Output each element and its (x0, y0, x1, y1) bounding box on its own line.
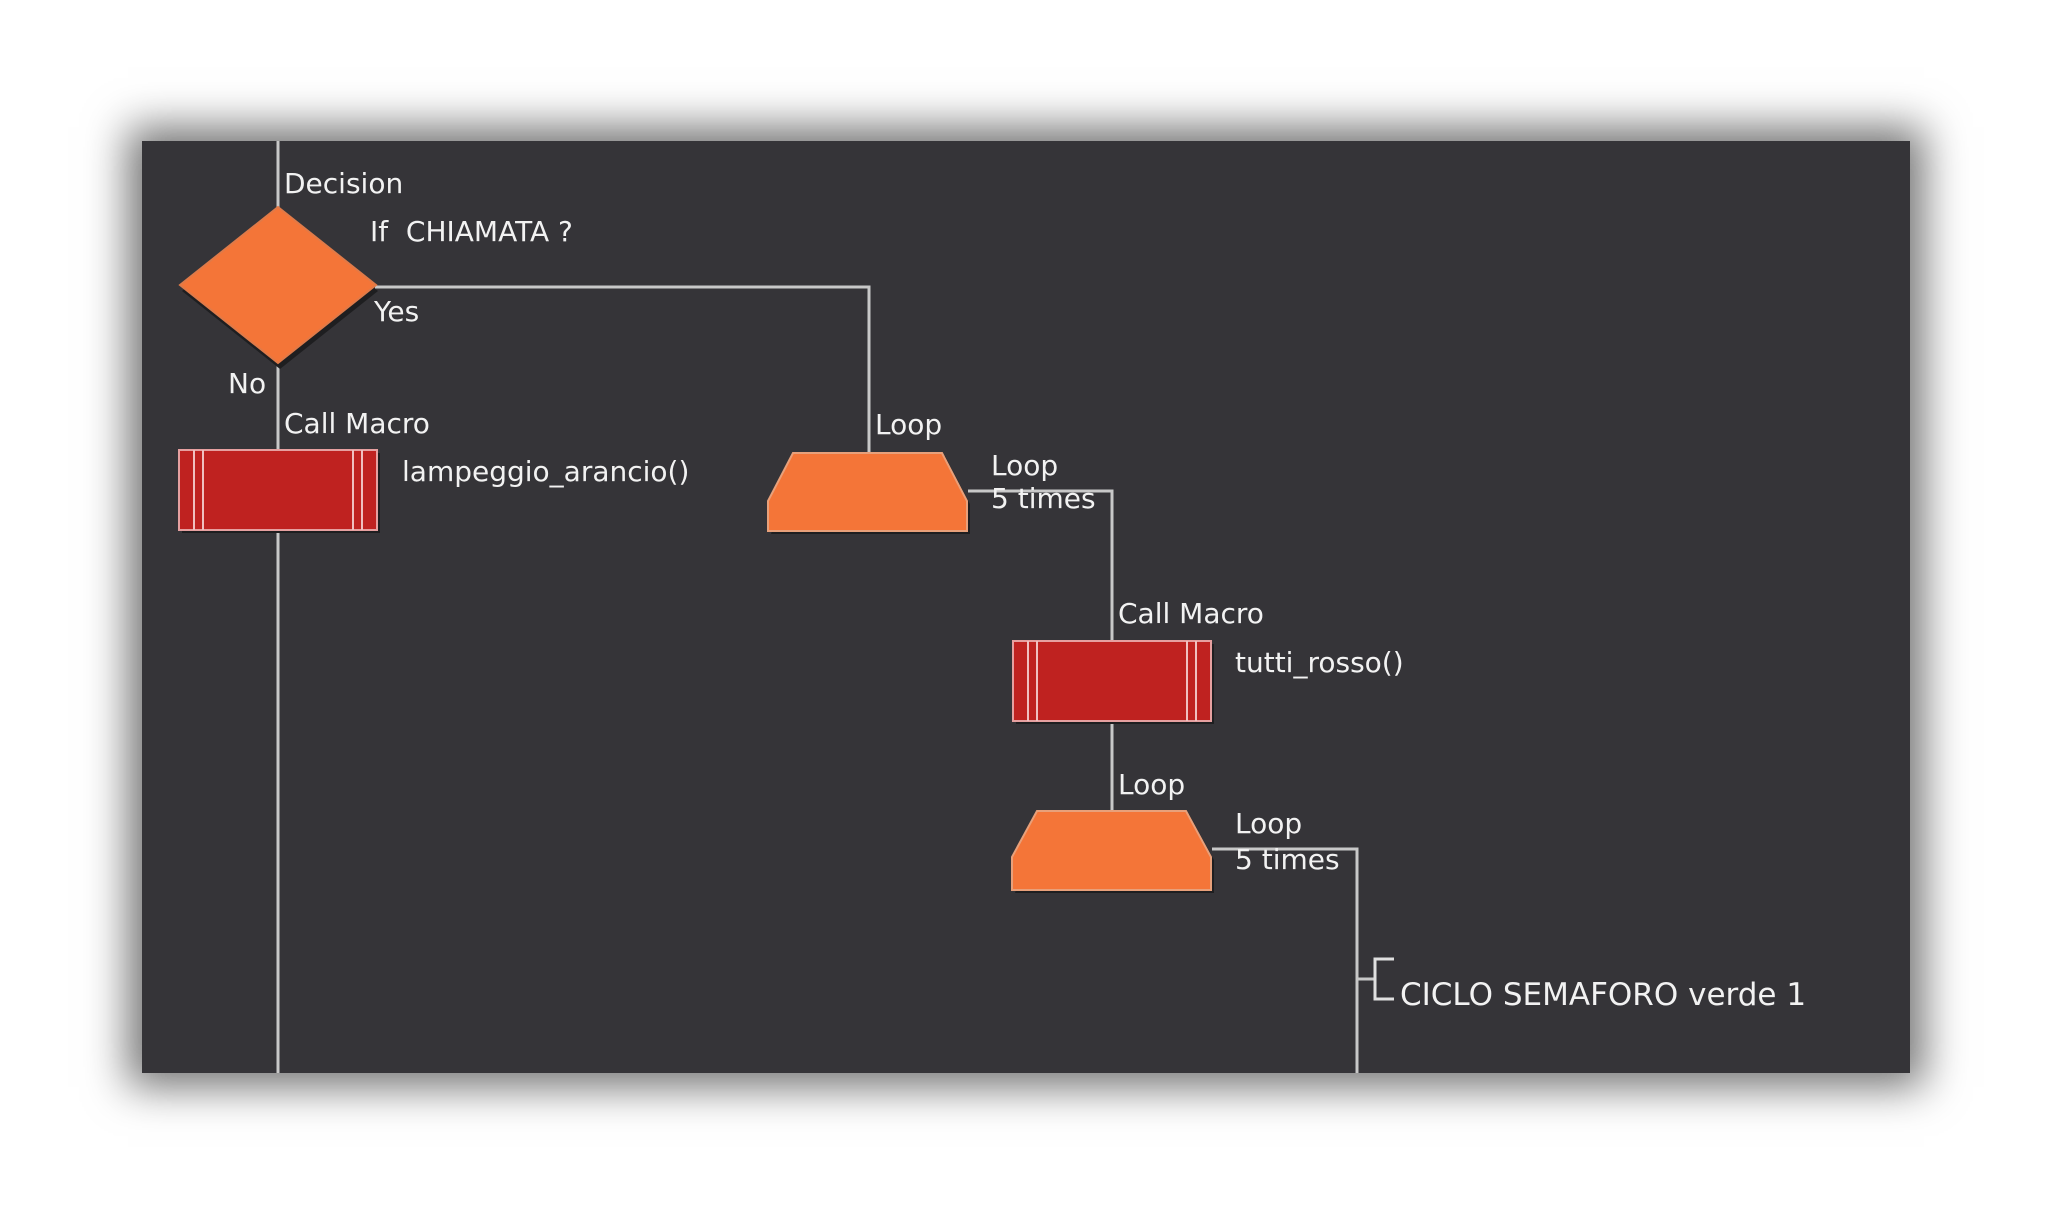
flowchart-canvas[interactable]: Decision If CHIAMATA ? Yes No Call Macro… (142, 141, 1910, 1073)
decision-node[interactable] (178, 205, 378, 369)
call-macro-1-node[interactable] (178, 449, 380, 533)
loop-1-node[interactable] (767, 452, 970, 534)
connector-loop2-body (1212, 847, 1359, 1073)
call-macro-2-box[interactable] (1012, 640, 1212, 722)
loop-2-node[interactable] (1011, 810, 1214, 893)
decision-diamond[interactable] (178, 205, 378, 365)
call-macro-1-type-label: Call Macro (284, 407, 430, 440)
loop-2-shape[interactable] (1011, 810, 1212, 891)
loop-2-count-label: 5 times (1235, 843, 1340, 876)
call-macro-1-name: lampeggio_arancio() (402, 455, 689, 488)
loop-1-count-label: 5 times (991, 482, 1096, 515)
call-macro-1-box[interactable] (178, 449, 378, 531)
decision-no-label: No (228, 367, 266, 400)
decision-yes-label: Yes (373, 295, 419, 328)
call-macro-2-type-label: Call Macro (1118, 597, 1264, 630)
connector-yes-branch (375, 285, 871, 453)
decision-condition: If CHIAMATA ? (370, 215, 573, 248)
connector-loop1-to-macro2 (968, 489, 1114, 641)
comment-bracket-icon (1373, 957, 1394, 1001)
decision-type-label: Decision (284, 167, 403, 200)
loop-2-type-label: Loop (1118, 768, 1185, 801)
call-macro-2-name: tutti_rosso() (1235, 646, 1404, 679)
comment-text[interactable]: CICLO SEMAFORO verde 1 (1400, 977, 1806, 1013)
loop-2-side-label: Loop (1235, 807, 1302, 840)
call-macro-2-node[interactable] (1012, 640, 1214, 724)
loop-1-side-label: Loop (991, 449, 1058, 482)
flowchart-diagram: Decision If CHIAMATA ? Yes No Call Macro… (178, 141, 1806, 1073)
loop-1-shape[interactable] (767, 452, 968, 532)
loop-1-type-label: Loop (875, 408, 942, 441)
